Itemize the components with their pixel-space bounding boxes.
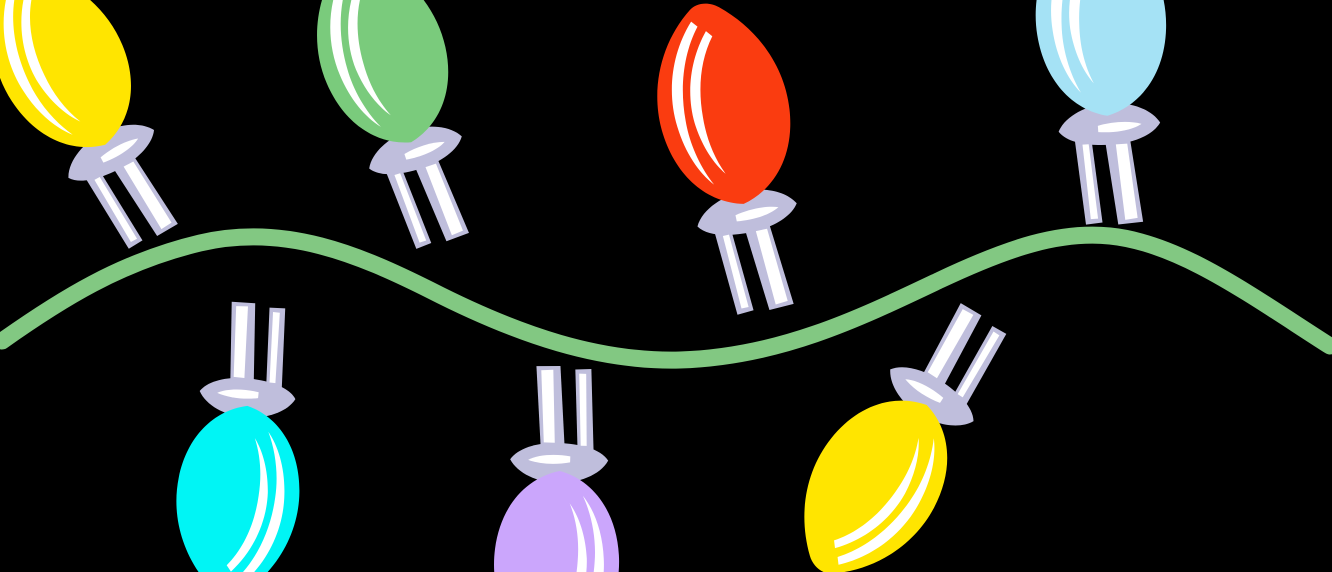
bulb-glass [0, 0, 131, 148]
bulb-socket [199, 301, 296, 418]
bulb-socket [1058, 103, 1161, 225]
bulb-glass [804, 400, 948, 572]
bulb-green-upper-left-center[interactable] [291, 0, 503, 261]
bulb-glass [317, 0, 449, 143]
bulb-socket [697, 189, 797, 315]
bulb-yellow-lower-right[interactable] [767, 283, 1036, 572]
bulb-light-blue-upper-right[interactable] [1028, 0, 1180, 229]
bulb-glass [176, 405, 300, 572]
light-string-wire [0, 226, 1332, 369]
bulb-yellow-upper-left[interactable] [0, 0, 210, 267]
bulb-red-upper-center-right[interactable] [638, 0, 830, 324]
bulb-glass [1035, 0, 1167, 116]
bulb-socket [890, 303, 1007, 426]
bulb-socket [369, 126, 469, 249]
bulb-socket [510, 365, 609, 483]
christmas-light-bulbs [0, 0, 1180, 572]
bulb-purple-lower-center[interactable] [490, 364, 626, 572]
bulb-glass [657, 3, 791, 204]
bulb-glass [494, 470, 620, 572]
bulb-cyan-lower-left[interactable] [166, 297, 319, 572]
light-string-wire-group [0, 226, 1332, 369]
bulb-socket [68, 124, 178, 249]
